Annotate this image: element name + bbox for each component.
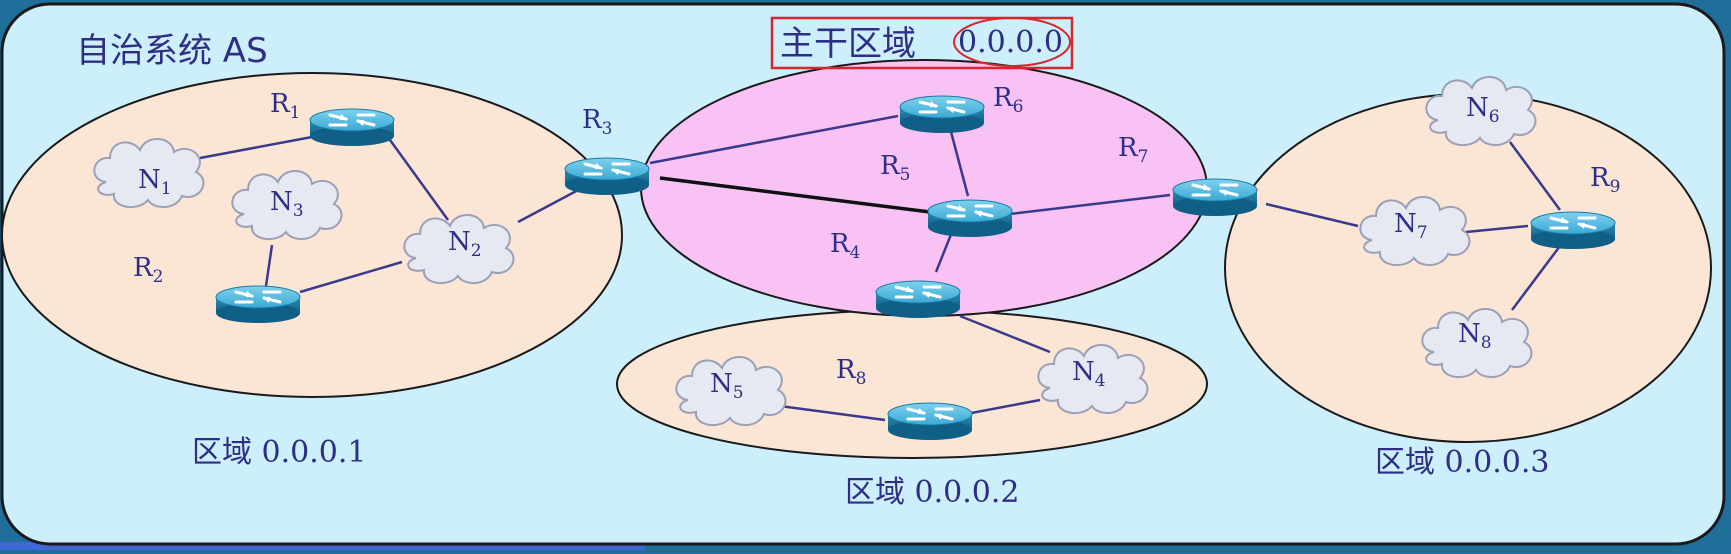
link-n1-r1 [199, 135, 313, 160]
network-n5-label: N5 [710, 369, 744, 403]
router-r4-icon [874, 279, 962, 320]
link-r5-r4 [934, 231, 954, 273]
area-0001-label: 区域 0.0.0.1 [192, 435, 367, 470]
network-n1-label: N1 [138, 165, 172, 199]
router-r9-label: R9 [1590, 163, 1620, 197]
area-0003-region [1224, 93, 1712, 443]
link-r5-r7 [1009, 193, 1171, 216]
network-n2-label: N2 [448, 227, 482, 261]
link-n2-r3 [517, 186, 583, 224]
link-n3-r2 [264, 244, 274, 287]
router-r1-label: R1 [270, 89, 300, 123]
link-n7-r9 [1465, 224, 1529, 234]
area-0003-label: 区域 0.0.0.3 [1375, 445, 1550, 480]
backbone-title-box [770, 16, 1074, 70]
router-r9-icon [1529, 210, 1617, 251]
link-r3-r5 [659, 176, 931, 214]
router-r2-icon [214, 284, 302, 325]
backbone-id: 0.0.0.0 [958, 25, 1063, 60]
router-r4-label: R4 [830, 229, 860, 263]
network-n3-label: N3 [270, 187, 304, 221]
router-r8-icon [886, 401, 974, 442]
router-r6-icon [898, 94, 986, 135]
router-r1-icon [308, 107, 396, 148]
link-r6-r5 [948, 127, 970, 197]
backbone-title: 主干区域 [780, 24, 916, 64]
progress-strip [0, 542, 645, 550]
link-r8-n4 [965, 398, 1041, 416]
network-n8-label: N8 [1458, 319, 1492, 353]
router-r2-label: R2 [133, 253, 163, 287]
network-n7-label: N7 [1394, 209, 1428, 243]
link-r3-r6 [649, 114, 899, 165]
router-r5-icon [926, 198, 1014, 239]
router-r3-label: R3 [582, 105, 612, 139]
link-n5-r8 [779, 404, 886, 422]
backbone-id-circle [953, 17, 1071, 67]
router-r5-label: R5 [880, 151, 910, 185]
as-label: 自治系统 AS [76, 31, 268, 71]
router-r3-icon [563, 156, 651, 197]
link-r7-n7 [1265, 202, 1359, 228]
router-r7-icon [1171, 177, 1259, 218]
link-r1-n2 [388, 139, 450, 221]
area-0002-label: 区域 0.0.0.2 [845, 475, 1020, 510]
router-r7-label: R7 [1118, 133, 1148, 167]
router-r8-label: R8 [836, 355, 866, 389]
link-r9-n8 [1511, 245, 1561, 311]
link-n6-r9 [1508, 141, 1562, 211]
link-r4-n4 [959, 314, 1051, 354]
links [199, 114, 1562, 422]
router-r6-label: R6 [993, 83, 1023, 117]
link-r2-n2 [299, 260, 403, 294]
network-n6-label: N6 [1466, 93, 1500, 127]
network-n4-label: N4 [1072, 357, 1106, 391]
